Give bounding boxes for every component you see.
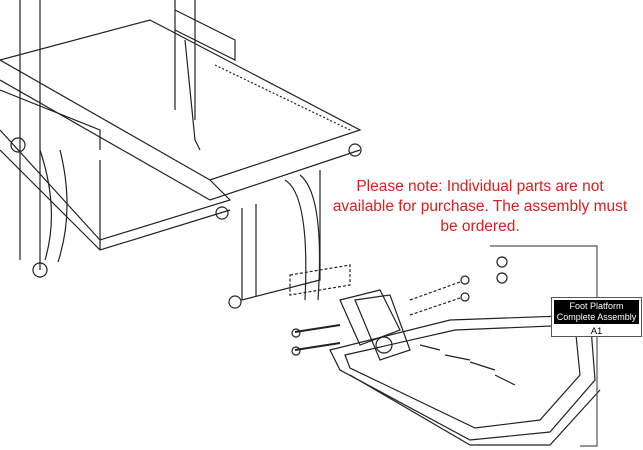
callout-bracket xyxy=(490,245,598,447)
callout-title: Foot Platform Complete Assembly xyxy=(554,300,639,324)
callout-title-line1: Foot Platform xyxy=(569,301,624,311)
callout-part-code: A1 xyxy=(590,326,603,337)
purchase-note: Please note: Individual parts are not av… xyxy=(332,178,628,235)
callout-title-line2: Complete Assembly xyxy=(556,312,637,322)
part-callout-a1: Foot Platform Complete Assembly A1 xyxy=(551,297,642,337)
wheelchair-frame xyxy=(0,0,362,309)
foot-platform-assembly xyxy=(291,256,601,446)
